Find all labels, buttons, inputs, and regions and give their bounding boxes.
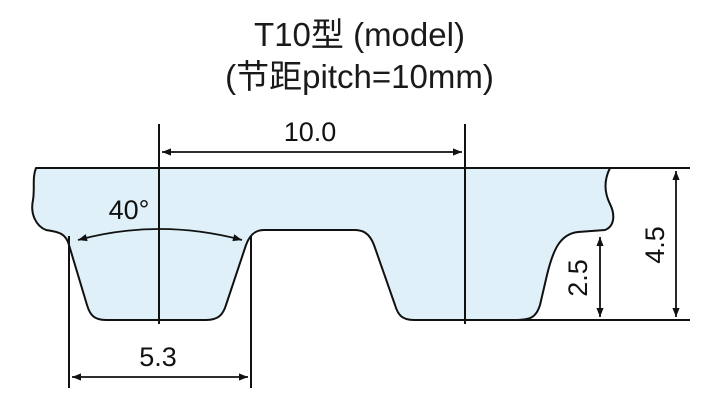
tooth-angle-arc xyxy=(77,228,243,242)
belt-profile xyxy=(31,167,615,321)
tooth-width-label: 5.3 xyxy=(139,342,177,372)
total-height-label: 4.5 xyxy=(640,226,670,264)
tooth-height-label: 2.5 xyxy=(563,259,593,297)
tooth-angle-label: 40° xyxy=(109,195,150,225)
diagram-title: T10型 (model) xyxy=(254,16,465,53)
pitch-label: 10.0 xyxy=(284,117,337,147)
diagram-subtitle: (节距pitch=10mm) xyxy=(225,58,494,95)
